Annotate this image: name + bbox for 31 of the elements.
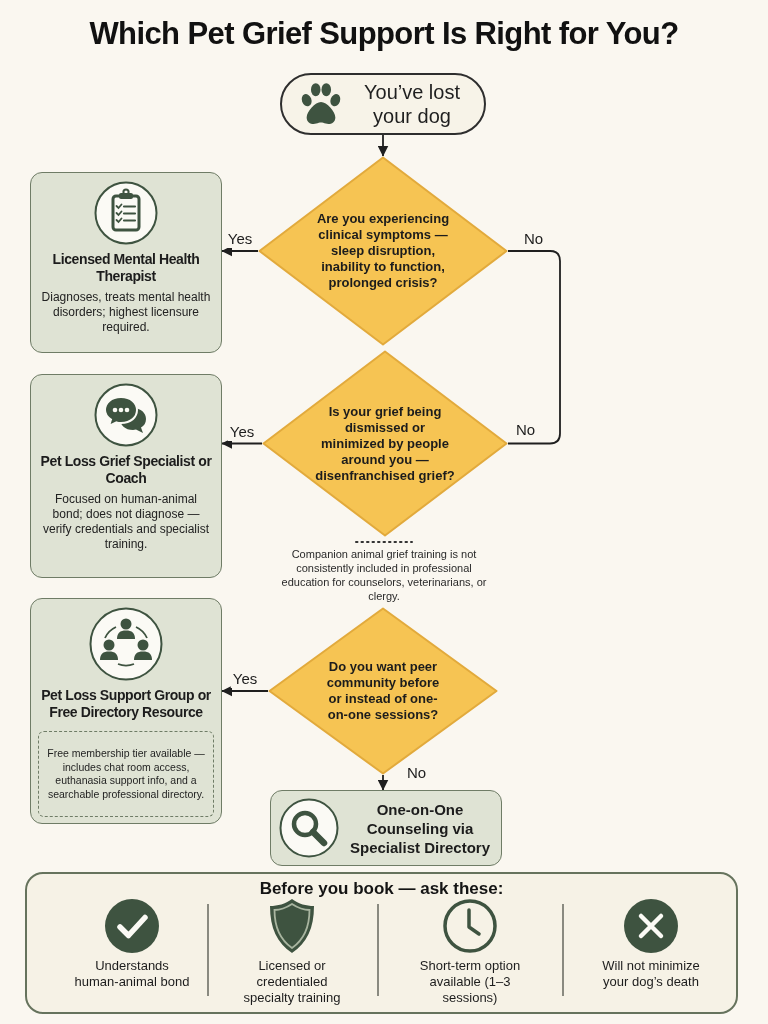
result-title: Pet Loss Support Group or Free Directory Resource (40, 687, 212, 721)
decision-diamond (258, 156, 508, 346)
result-description: Diagnoses, treats mental health disorders; highest licensure required. (40, 290, 212, 335)
arrow (221, 685, 269, 697)
arrow (377, 774, 389, 791)
result-title: Licensed Mental Health Therapist (51, 251, 201, 285)
result-title: Pet Loss Grief Specialist or Coach (39, 453, 213, 487)
question-text: Are you experiencing clinical symptoms — sleep disruption, inability to function, prolonged crisis? (315, 211, 451, 291)
question-text: Is your grief being dismissed or minimized by people around you — disenfranchised grief? (315, 403, 455, 484)
note-box (38, 731, 214, 817)
start-text: You’ve lost your dog (363, 80, 461, 128)
arrow (377, 134, 389, 157)
arrow (221, 438, 263, 449)
question-text: Do you want peer community before or instead of one-on-one sessions? (325, 659, 441, 723)
result-card (30, 598, 222, 824)
note-text: Companion animal grief training is not consistently included in professional education for counselors, veterinarians, or clergy. (280, 547, 488, 603)
result-description: Focused on human-animal bond; does not diagnose — verify credentials and specialist training. (41, 492, 211, 552)
decision-diamond (262, 350, 508, 537)
checklist-item-text: Understands human-animal bond (74, 958, 190, 990)
result-card (270, 790, 502, 866)
result-card (30, 374, 222, 578)
panel-heading: Before you book — ask these: (259, 878, 504, 900)
checklist-item-text: Short-term option available (1–3 sessions) (418, 958, 522, 1006)
checklist-panel (25, 872, 738, 1014)
result-title: One-on-One Counseling via Specialist Directory (348, 799, 492, 857)
result-card (30, 172, 222, 353)
note-box-text: Free membership tier available — includes chat room access, euthanasia support info, and a searchable professional directory. (47, 747, 205, 801)
checklist-item-text: Will not minimize your dog’s death (601, 958, 701, 990)
connector-line (507, 250, 561, 445)
checklist-item-text: Licensed or credentialed specialty training (242, 958, 342, 1006)
title: Which Pet Grief Support Is Right for You? (89, 15, 679, 53)
